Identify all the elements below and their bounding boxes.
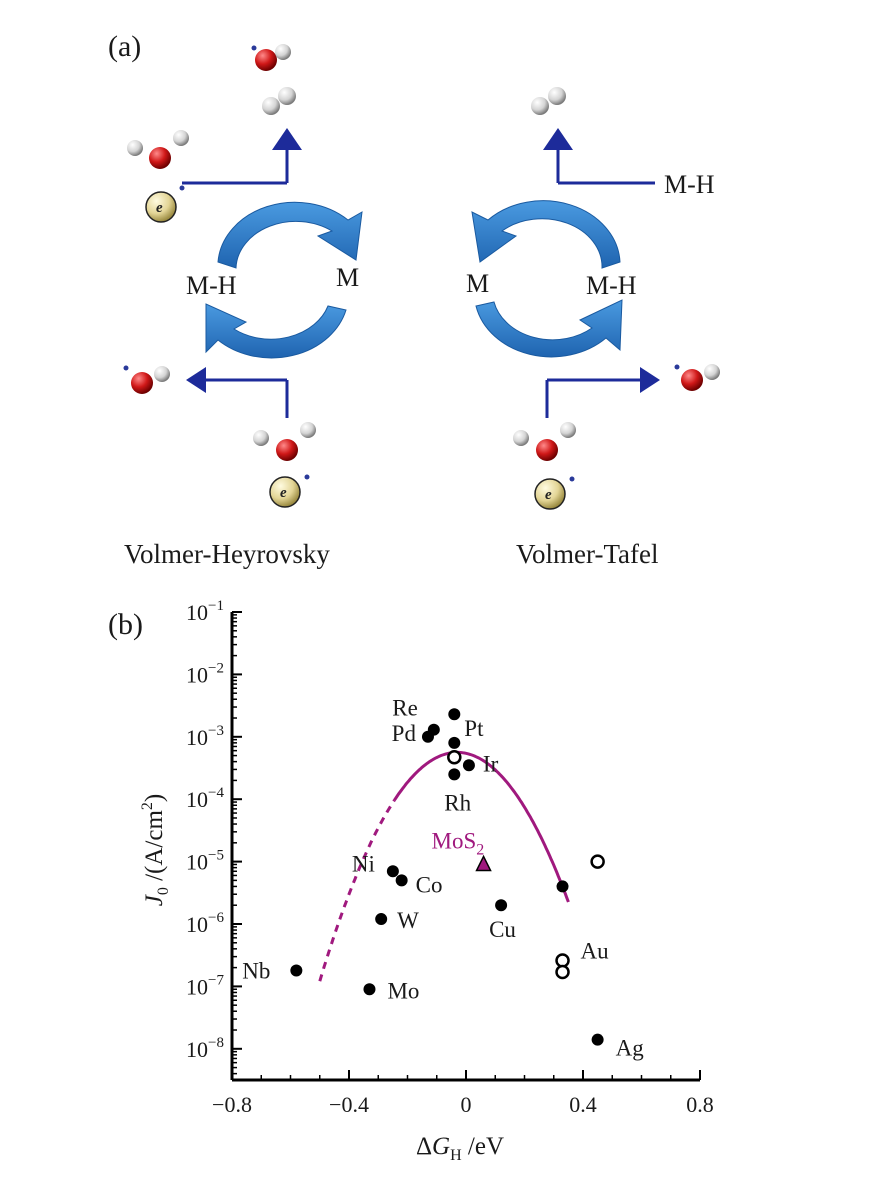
cycle-arrow-icon bbox=[205, 201, 363, 359]
point-label-ag: Ag bbox=[616, 1036, 645, 1061]
y-tick-label: 10−8 bbox=[186, 1035, 224, 1062]
data-point bbox=[555, 964, 570, 980]
hydrogen-molecule-icon bbox=[262, 87, 296, 115]
data-point-ir bbox=[462, 759, 475, 772]
data-point-ag bbox=[591, 1033, 604, 1046]
data-point-au bbox=[555, 953, 570, 968]
x-tick-label: −0.4 bbox=[329, 1092, 369, 1117]
state-m-right: M bbox=[466, 269, 489, 298]
point-label-pt: Pt bbox=[464, 716, 484, 741]
data-point-mo bbox=[363, 983, 376, 996]
y-tick-label: 10−4 bbox=[186, 785, 224, 812]
water-molecule-icon bbox=[127, 130, 189, 169]
data-point-co bbox=[395, 874, 408, 887]
x-tick-label: 0.4 bbox=[569, 1092, 597, 1117]
data-point-w bbox=[375, 913, 388, 926]
point-label-cu: Cu bbox=[489, 917, 516, 942]
data-point-mos2 bbox=[475, 854, 492, 872]
point-label-re: Re bbox=[392, 696, 418, 721]
y-tick-label: 10−1 bbox=[186, 598, 224, 625]
x-tick-label: 0 bbox=[461, 1092, 472, 1117]
reaction-arrowheads bbox=[186, 128, 660, 393]
point-label-co: Co bbox=[416, 872, 443, 897]
data-point-ni bbox=[386, 865, 399, 878]
mechanism-volmer-tafel: Volmer-Tafel bbox=[516, 539, 659, 569]
state-m-h-right: M-H bbox=[586, 271, 637, 300]
point-label-rh: Rh bbox=[444, 790, 471, 815]
data-point-pt bbox=[448, 708, 461, 721]
state-m-left: M bbox=[336, 263, 359, 292]
point-label-ni: Ni bbox=[352, 851, 375, 876]
point-label-mos2: MoS2 bbox=[432, 828, 485, 858]
state-m-h-left: M-H bbox=[186, 271, 237, 300]
reaction-lines bbox=[182, 145, 655, 418]
state-m-h-out: M-H bbox=[664, 170, 715, 199]
water-molecule-icon bbox=[513, 422, 576, 461]
point-label-mo: Mo bbox=[387, 978, 419, 1003]
x-tick-label: −0.8 bbox=[212, 1092, 252, 1117]
water-molecule-icon bbox=[253, 422, 316, 461]
hydrogen-molecule-icon bbox=[531, 87, 566, 115]
y-tick-label: 10−2 bbox=[186, 660, 224, 687]
volcano-plot: 10−1 10−2 10−3 10−4 10−5 10−6 10−7 10−8 −0.8 −0.4… bbox=[139, 598, 714, 1164]
arrowhead-up-right bbox=[543, 128, 573, 150]
svg-text:e: e bbox=[156, 200, 163, 216]
hydroxide-icon bbox=[123, 365, 170, 394]
data-point bbox=[447, 750, 462, 765]
data-point-cu bbox=[495, 899, 508, 912]
point-label-ir: Ir bbox=[483, 751, 499, 776]
y-tick-label: 10−7 bbox=[186, 972, 224, 999]
hydroxide-icon bbox=[251, 44, 291, 71]
hydroxide-icon bbox=[674, 364, 720, 391]
y-axis-label: J0 /(A/cm2) bbox=[139, 794, 172, 907]
panel-a-label: (a) bbox=[108, 30, 141, 63]
panel-b-label: (b) bbox=[108, 608, 143, 641]
x-axis-label: ΔGH /eV bbox=[416, 1133, 504, 1164]
point-label-nb: Nb bbox=[242, 958, 270, 983]
svg-text:e: e bbox=[280, 485, 287, 501]
data-point bbox=[556, 880, 569, 893]
volcano-curve-dashed bbox=[318, 799, 396, 982]
data-point bbox=[448, 736, 461, 749]
arrowhead-left bbox=[186, 367, 206, 393]
arrowhead-up-left bbox=[272, 128, 302, 150]
svg-text:e: e bbox=[545, 487, 552, 503]
arrowhead-right bbox=[640, 367, 660, 393]
y-tick-label: 10−6 bbox=[186, 910, 224, 937]
electron-icon: e bbox=[269, 474, 310, 508]
data-point-nb bbox=[290, 964, 303, 977]
y-tick-label: 10−3 bbox=[186, 723, 224, 750]
data-point-rh bbox=[448, 768, 461, 781]
x-tick-label: 0.8 bbox=[686, 1092, 714, 1117]
y-tick-label: 10−5 bbox=[186, 848, 224, 875]
data-point bbox=[590, 854, 605, 869]
mechanism-volmer-heyrovsky: Volmer-Heyrovsky bbox=[124, 539, 330, 569]
electron-icon: e bbox=[145, 185, 185, 223]
point-label-pd: Pd bbox=[392, 721, 417, 746]
point-label-w: W bbox=[397, 908, 419, 933]
point-label-au: Au bbox=[581, 939, 610, 964]
volcano-curve bbox=[393, 750, 570, 903]
panel-a: (a) M-H M M bbox=[108, 30, 720, 569]
panel-b: (b) 10−1 10−2 10−3 10−4 10−5 10−6 10−7 10−8 −0.8… bbox=[108, 598, 714, 1164]
data-point-pd bbox=[421, 730, 434, 743]
electron-icon: e bbox=[534, 476, 575, 510]
cycle-arrow-icon bbox=[471, 200, 623, 358]
